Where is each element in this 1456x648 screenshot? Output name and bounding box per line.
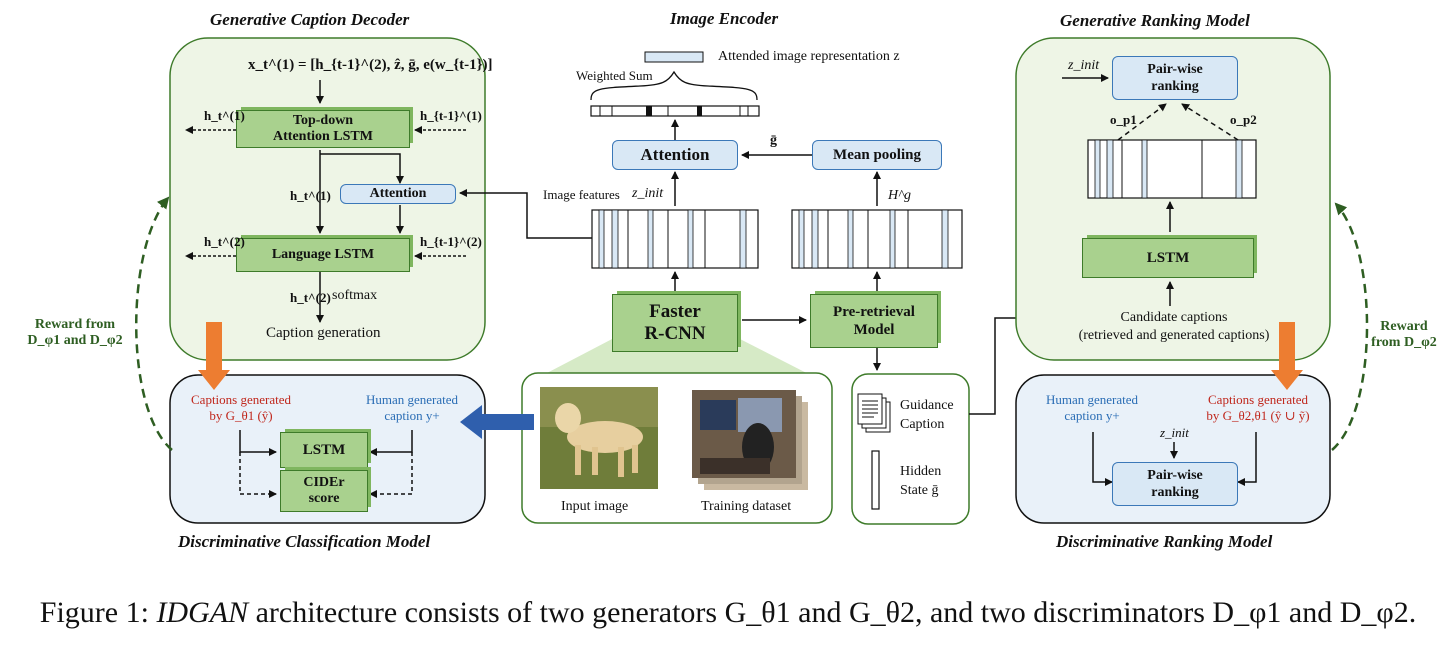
faster-rcnn-line1: Faster bbox=[649, 301, 701, 322]
title-image-encoder: Image Encoder bbox=[670, 9, 779, 28]
caption-generation-label: Caption generation bbox=[266, 325, 381, 341]
z-init-label-encoder: z_init bbox=[632, 186, 664, 201]
hidden-state-label: Hidden State ḡ bbox=[900, 462, 941, 500]
caption-model-name: IDGAN bbox=[156, 596, 249, 629]
reward-left-label: Reward from D_φ1 and D_φ2 bbox=[20, 317, 130, 349]
h2-prev-label: h_{t-1}^(2) bbox=[420, 234, 482, 249]
pre-retrieval-line2: Model bbox=[853, 322, 895, 338]
h1-prev-label: h_{t-1}^(1) bbox=[420, 108, 482, 123]
human-generated-label-left: Human generated caption y+ bbox=[356, 392, 468, 424]
human-generated-label-right: Human generated caption y+ bbox=[1036, 392, 1148, 424]
ranking-panel bbox=[1015, 37, 1331, 361]
encoder-attention-box: Attention bbox=[612, 140, 738, 170]
input-image-label: Input image bbox=[561, 499, 629, 514]
human-generated-right-line1: Human generated bbox=[1045, 392, 1139, 407]
h2-out-label: h_t^(2) bbox=[204, 234, 245, 249]
cider-line1: CIDEr bbox=[303, 475, 345, 490]
document-icon bbox=[857, 393, 891, 433]
human-generated-left-line1: Human generated bbox=[365, 392, 459, 407]
topdown-lstm-line1: Top-down bbox=[292, 113, 354, 128]
weighted-sum-label: Weighted Sum bbox=[576, 68, 653, 83]
captions-generated-right-line1: Captions generated bbox=[1208, 392, 1308, 407]
reward-right-line1: Reward bbox=[1380, 319, 1428, 334]
human-generated-left-line2: caption y+ bbox=[384, 408, 440, 423]
candidate-line1: Candidate captions bbox=[1120, 310, 1228, 325]
h1-out-label: h_t^(1) bbox=[204, 108, 245, 123]
topdown-attention-lstm: Top-down Attention LSTM bbox=[236, 110, 410, 148]
caption-prefix: Figure 1: bbox=[39, 596, 157, 629]
attended-rep-label: Attended image representation z bbox=[718, 49, 900, 64]
dog-image bbox=[540, 387, 658, 489]
z-init-label-disc: z_init bbox=[1160, 425, 1189, 440]
hg-features-grid bbox=[791, 209, 963, 269]
pairwise-top-line1: Pair-wise bbox=[1147, 62, 1203, 77]
ranking-features-grid bbox=[1087, 139, 1257, 199]
pairwise-top-line2: ranking bbox=[1151, 79, 1199, 94]
reward-left-line1: Reward from bbox=[34, 317, 116, 332]
training-dataset-label: Training dataset bbox=[701, 499, 792, 514]
guidance-line2: Caption bbox=[900, 417, 945, 432]
z-init-label-ranking: z_init bbox=[1068, 58, 1100, 73]
pairwise-bottom-line2: ranking bbox=[1151, 485, 1199, 500]
hg-label: H^g bbox=[888, 188, 912, 203]
title-discriminative-classification-model: Discriminative Classification Model bbox=[178, 532, 431, 551]
softmax-label: softmax bbox=[332, 288, 378, 303]
cider-line2: score bbox=[308, 491, 340, 506]
weighted-sum-bar bbox=[590, 105, 760, 117]
h2-down-label: h_t^(2) bbox=[290, 290, 331, 305]
captions-generated-line2: by G_θ1 (ŷ) bbox=[209, 408, 273, 423]
image-features-label: Image features bbox=[543, 187, 620, 202]
pairwise-ranking-top: Pair-wise ranking bbox=[1112, 56, 1238, 100]
image-features-grid bbox=[591, 209, 759, 269]
op1-label: o_p1 bbox=[1110, 112, 1137, 127]
reward-right-line2: from D_φ2 bbox=[1371, 335, 1437, 350]
title-generative-caption-decoder: Generative Caption Decoder bbox=[210, 10, 410, 29]
pairwise-bottom-line1: Pair-wise bbox=[1147, 468, 1203, 483]
captions-generated-label: Captions generated by G_θ1 (ŷ) bbox=[185, 392, 297, 424]
training-dataset-image bbox=[692, 390, 808, 490]
pre-retrieval-model: Pre-retrieval Model bbox=[810, 294, 938, 348]
pairwise-ranking-bottom: Pair-wise ranking bbox=[1112, 462, 1238, 506]
disc-lstm: LSTM bbox=[280, 432, 368, 468]
faster-rcnn-line2: R-CNN bbox=[644, 323, 706, 344]
figure-caption: Figure 1: IDGAN architecture consists of… bbox=[0, 596, 1456, 630]
g-bar-label: ḡ bbox=[770, 133, 777, 148]
hidden-line2: State ḡ bbox=[900, 483, 939, 498]
human-generated-right-line2: caption y+ bbox=[1064, 408, 1120, 423]
topdown-lstm-line2: Attention LSTM bbox=[273, 129, 373, 144]
disc-ranking-panel bbox=[1015, 374, 1331, 524]
decoder-attention-box: Attention bbox=[340, 184, 456, 204]
captions-generated-right-label: Captions generated by G_θ2,θ1 (ŷ ∪ ỹ) bbox=[1192, 392, 1324, 424]
decoder-input-formula: x_t^(1) = [h_{t-1}^(2), ẑ, ḡ, e(w_{t-1})… bbox=[248, 57, 493, 73]
caption-text: architecture consists of two generators … bbox=[248, 596, 1417, 629]
h1-down-label: h_t^(1) bbox=[290, 188, 331, 203]
ranking-lstm: LSTM bbox=[1082, 238, 1254, 278]
cider-score: CIDEr score bbox=[280, 470, 368, 512]
title-generative-ranking-model: Generative Ranking Model bbox=[1060, 11, 1250, 30]
candidate-line2: (retrieved and generated captions) bbox=[1078, 328, 1270, 343]
guidance-line1: Guidance bbox=[900, 398, 954, 413]
hidden-state-bar bbox=[871, 450, 880, 510]
pre-retrieval-line1: Pre-retrieval bbox=[833, 304, 915, 320]
captions-generated-line1: Captions generated bbox=[191, 392, 291, 407]
guidance-caption-label: Guidance Caption bbox=[900, 396, 954, 434]
faster-rcnn: Faster R-CNN bbox=[612, 294, 738, 352]
hidden-line1: Hidden bbox=[900, 464, 942, 479]
language-lstm: Language LSTM bbox=[236, 238, 410, 272]
reward-left-line2: D_φ1 and D_φ2 bbox=[27, 333, 123, 348]
captions-generated-right-line2: by G_θ2,θ1 (ŷ ∪ ỹ) bbox=[1206, 408, 1310, 423]
candidate-captions-label: Candidate captions (retrieved and genera… bbox=[1054, 309, 1294, 345]
reward-right-label: Reward from D_φ2 bbox=[1366, 319, 1442, 351]
mean-pooling-box: Mean pooling bbox=[812, 140, 942, 170]
op2-label: o_p2 bbox=[1230, 112, 1257, 127]
title-discriminative-ranking-model: Discriminative Ranking Model bbox=[1056, 532, 1273, 551]
